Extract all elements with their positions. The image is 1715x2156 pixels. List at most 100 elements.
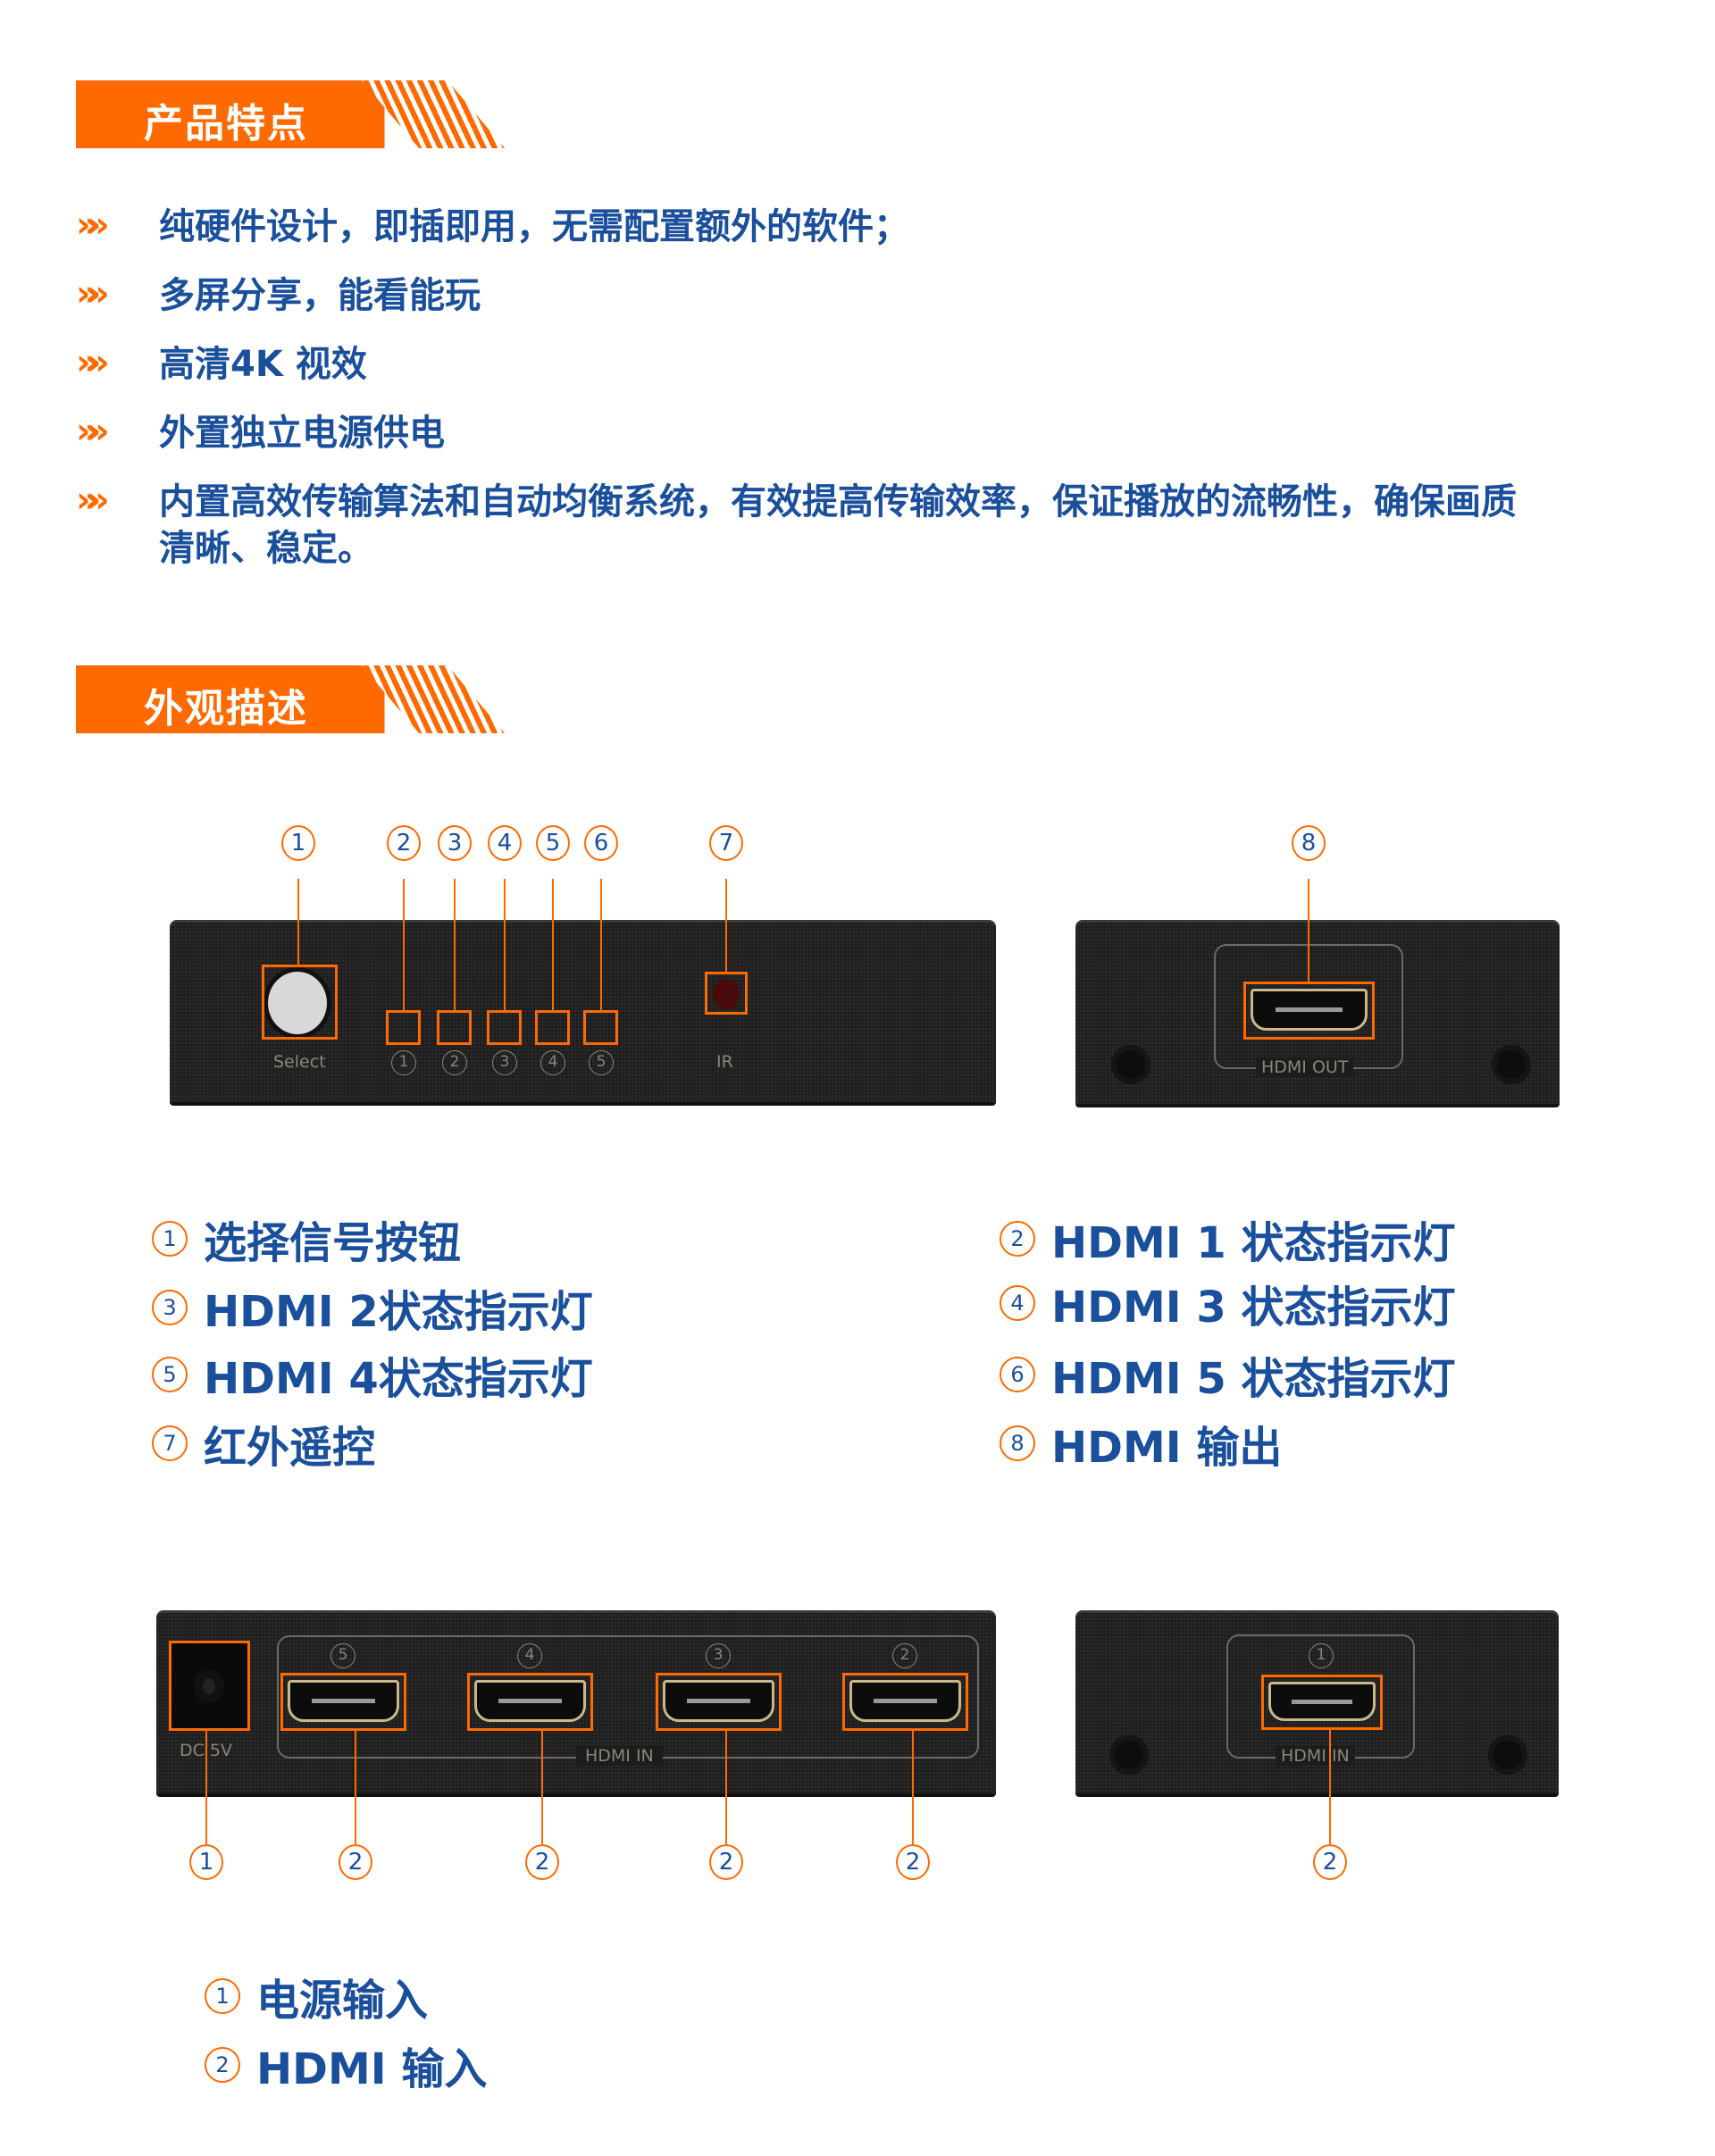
port-label: 2: [892, 1643, 917, 1668]
highlight-box: [656, 1673, 782, 1731]
callout-number: 7: [709, 825, 743, 861]
port-label: 4: [517, 1643, 542, 1668]
port-label: 1: [1309, 1643, 1334, 1668]
feature-text: 高清4K 视效: [159, 344, 367, 385]
callout-number: 1: [281, 825, 315, 861]
legend-number: 8: [1000, 1425, 1035, 1461]
callout-number: 8: [1292, 825, 1326, 861]
legend-number: 7: [152, 1425, 188, 1461]
hdmi-in-port: [656, 1673, 782, 1731]
highlight-box: [842, 1673, 968, 1731]
screw-icon: [1492, 1045, 1531, 1084]
feature-item: »» 纯硬件设计，即插即用，无需配置额外的软件；: [76, 204, 1588, 250]
callout-number: 5: [536, 825, 570, 861]
chevron-icon: »»: [76, 273, 110, 314]
port-label: 3: [706, 1643, 731, 1668]
device-side-out: HDMI OUT: [1075, 920, 1560, 1104]
ir-sensor: [713, 979, 740, 1009]
legend-item: 8 HDMI 输出: [1000, 1412, 1282, 1475]
led-box: [535, 1010, 570, 1045]
callout-line: [541, 1731, 543, 1844]
feature-item: »» 多屏分享，能看能玩: [76, 272, 1588, 319]
legend-text: HDMI 3 状态指示灯: [1051, 1283, 1456, 1333]
legend-number: 4: [1000, 1285, 1035, 1321]
led-label: 5: [589, 1050, 614, 1075]
section-title: 产品特点: [144, 101, 308, 146]
hdmi-in-port: [842, 1673, 968, 1731]
chevron-icon: »»: [76, 411, 110, 452]
dc-jack: [169, 1641, 250, 1731]
led-label: 4: [540, 1050, 565, 1075]
ir-label: IR: [716, 1052, 733, 1072]
callout-line: [205, 1731, 207, 1844]
callout-number: 6: [584, 825, 618, 861]
feature-text: 外置独立电源供电: [159, 413, 445, 454]
section-header-features: 产品特点: [76, 80, 505, 148]
hdmi-in-label: HDMI IN: [576, 1746, 663, 1766]
led-box: [437, 1010, 472, 1045]
screw-icon: [1109, 1735, 1149, 1775]
legend-item: 4 HDMI 3 状态指示灯: [1000, 1272, 1455, 1334]
feature-text: 内置高效传输算法和自动均衡系统，有效提高传输效率，保证播放的流畅性，确保画质清晰…: [159, 481, 1517, 569]
led-label: 3: [492, 1050, 517, 1075]
section-header-appearance: 外观描述: [76, 665, 505, 733]
chevron-icon: »»: [76, 342, 110, 383]
feature-text: 纯硬件设计，即插即用，无需配置额外的软件；: [159, 206, 909, 247]
highlight-box: [467, 1673, 593, 1731]
led-box: [487, 1010, 522, 1045]
select-button: [268, 972, 327, 1034]
hdmi-out-label: HDMI OUT: [1256, 1057, 1354, 1077]
legend-number: 2: [1000, 1221, 1035, 1257]
chevron-icon: »»: [76, 480, 110, 521]
legend-text: HDMI 输出: [1051, 1423, 1283, 1473]
legend-text: HDMI 1 状态指示灯: [1051, 1218, 1456, 1268]
legend-item: 6 HDMI 5 状态指示灯: [1000, 1343, 1455, 1406]
legend-number: 1: [152, 1221, 188, 1257]
callout-line: [1329, 1730, 1331, 1844]
highlight-box: [1243, 982, 1375, 1040]
device-side-in: 1 HDMI IN: [1075, 1610, 1559, 1793]
screw-icon: [1488, 1735, 1527, 1775]
feature-item: »» 内置高效传输算法和自动均衡系统，有效提高传输效率，保证播放的流畅性，确保画质…: [76, 479, 1535, 572]
hdmi-in-port: [467, 1673, 593, 1731]
legend-text: 红外遥控: [204, 1423, 376, 1473]
callout-line: [504, 879, 506, 1010]
legend-text: HDMI 5 状态指示灯: [1051, 1354, 1456, 1404]
legend-item: 2 HDMI 1 状态指示灯: [1000, 1208, 1455, 1270]
legend-number: 5: [152, 1357, 188, 1392]
callout-line: [552, 879, 554, 1010]
legend-number: 6: [1000, 1357, 1035, 1392]
hdmi-in-port: [280, 1673, 406, 1731]
callout-line: [725, 1731, 727, 1844]
legend-text: 电源输入: [256, 1976, 429, 2026]
chevron-icon: »»: [76, 205, 110, 246]
led-label: 1: [391, 1050, 416, 1075]
callout-number: 2: [1313, 1844, 1347, 1880]
callout-line: [403, 879, 405, 1010]
feature-item: »» 高清4K 视效: [76, 341, 1588, 388]
select-label: Select: [273, 1052, 326, 1072]
callout-number: 1: [189, 1844, 223, 1880]
stripes-decoration: [362, 665, 505, 733]
legend-number: 2: [205, 2047, 240, 2083]
feature-text: 多屏分享，能看能玩: [159, 275, 481, 316]
feature-item: »» 外置独立电源供电: [76, 410, 1588, 456]
screw-icon: [1111, 1045, 1150, 1084]
callout-line: [600, 879, 602, 1010]
legend-text: HDMI 输入: [256, 2044, 488, 2094]
callout-number: 2: [896, 1844, 930, 1880]
legend-item: 5 HDMI 4状态指示灯: [152, 1343, 593, 1406]
highlight-box: [1261, 1675, 1383, 1730]
port-label: 5: [330, 1643, 356, 1668]
stripes-decoration: [362, 80, 505, 148]
hdmi-in-port: [1261, 1675, 1383, 1730]
legend-text: HDMI 4状态指示灯: [204, 1354, 593, 1404]
callout-number: 2: [709, 1844, 743, 1880]
legend-text: HDMI 2状态指示灯: [204, 1287, 593, 1337]
section-title: 外观描述: [144, 686, 308, 731]
highlight-box: [169, 1641, 250, 1731]
callout-line: [355, 1731, 356, 1844]
device-front-panel: Select 1 2 3 4 5 IR: [170, 920, 996, 1102]
